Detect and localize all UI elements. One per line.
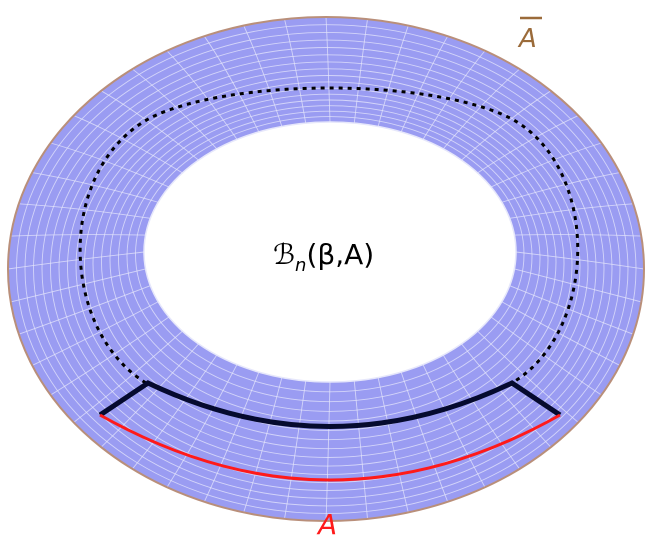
torus-mesh-grid [8, 17, 644, 521]
mesh-meridian [132, 68, 218, 150]
mesh-meridian [509, 203, 634, 219]
mesh-meridian [501, 301, 620, 366]
mesh-meridian [243, 25, 283, 127]
mesh-meridian [509, 285, 634, 335]
mesh-meridian [32, 172, 159, 203]
mesh-meridian [353, 19, 368, 124]
mesh-meridian [73, 115, 183, 174]
mesh-meridian [442, 354, 520, 470]
region-a-boundary-curve [98, 380, 562, 429]
mesh-meridian [377, 377, 409, 513]
region-a-label: A [316, 508, 337, 538]
mesh-meridian [490, 316, 602, 396]
mesh-meridian [73, 330, 183, 423]
mesh-meridian [461, 343, 552, 448]
mesh-meridian [325, 17, 331, 123]
region-a-arc [99, 413, 561, 482]
mesh-meridian [461, 90, 552, 161]
mesh-meridian [422, 364, 486, 488]
center-label-subscript: n [295, 255, 306, 276]
mesh-meridian [353, 380, 368, 519]
mesh-meridian [203, 371, 260, 503]
mesh-meridian [10, 268, 146, 303]
mesh-meridian [442, 68, 520, 150]
mesh-meridian [515, 251, 644, 270]
mesh-meridian [377, 25, 409, 127]
mesh-meridian [32, 301, 159, 366]
torus-hole-outline [143, 121, 517, 383]
mesh-meridian [8, 251, 145, 270]
mesh-meridian [477, 330, 579, 423]
center-label-args: (β,A) [306, 238, 374, 271]
mesh-meridian [100, 343, 199, 448]
mesh-meridian [477, 115, 579, 174]
mesh-meridian [132, 354, 218, 470]
mesh-meridian [18, 285, 151, 335]
mesh-meridian [400, 371, 449, 502]
mesh-meridian [203, 35, 260, 133]
mesh-meridian [325, 381, 331, 521]
mesh-meridian [422, 50, 486, 140]
mesh-meridian [490, 142, 602, 188]
mesh-meridian [18, 203, 151, 219]
mesh-meridian [243, 377, 283, 513]
mesh-meridian [166, 50, 238, 140]
mesh-meridian [284, 380, 307, 519]
center-label: ℬn(β,A) [273, 238, 374, 276]
torus-outline [7, 16, 645, 522]
mesh-meridian [284, 19, 307, 124]
mesh-meridian [166, 364, 238, 488]
dotted-boundary-curve [78, 86, 580, 385]
center-label-symbol: ℬ [273, 238, 295, 271]
mesh-meridian [514, 268, 642, 303]
mesh-meridian [50, 316, 170, 396]
mesh-meridian [514, 234, 642, 237]
mesh-meridian [501, 172, 620, 203]
mesh-meridian [50, 142, 170, 188]
mesh-meridian [400, 35, 449, 133]
mesh-meridian [10, 234, 146, 237]
region-a-bar-label: A [517, 24, 537, 54]
